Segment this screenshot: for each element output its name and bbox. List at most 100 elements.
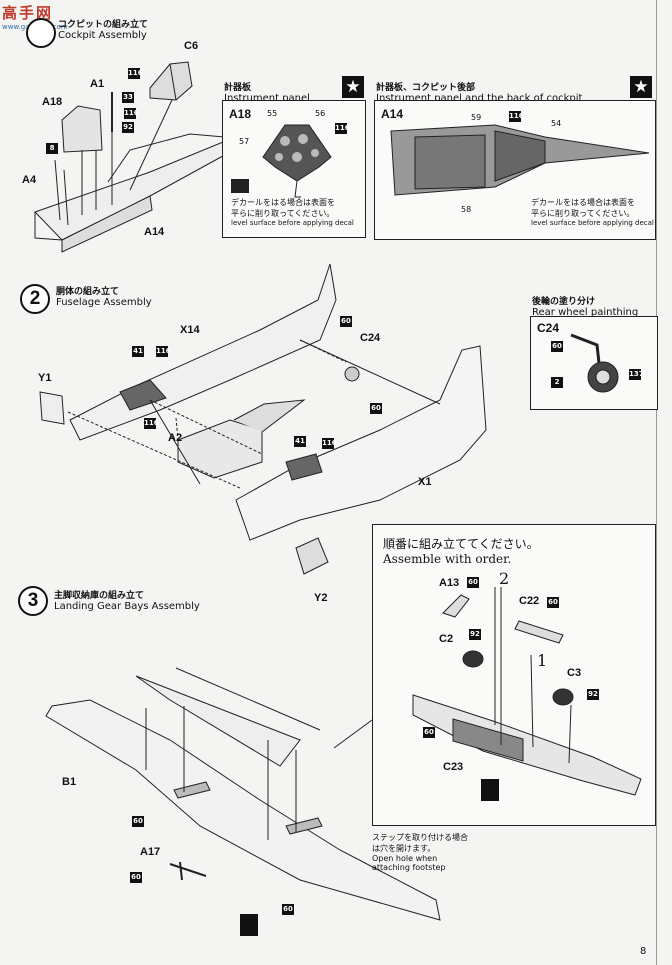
order-panel-jp: 順番に組み立ててください。 [383, 537, 539, 551]
code-116-x1: 116 [322, 438, 337, 449]
step-1-title-jp: コクピットの組み立て [58, 20, 149, 30]
code-92: 92 [122, 122, 134, 133]
part-a2-label: A2 [168, 432, 183, 444]
note-jp-1: デカールをはる場合は表面を [231, 198, 335, 207]
footstep-note-jp-1: ステップを取り付ける場合 [372, 833, 468, 842]
order-code-92-c3: 92 [587, 689, 599, 700]
code-116-a1: 116 [124, 108, 139, 119]
star-icon: ★ [342, 76, 364, 98]
note-en: level surface before applying decal [231, 219, 354, 227]
order-code-60-a13: 60 [467, 577, 479, 588]
part-c24-label: C24 [360, 332, 381, 344]
callout-56: 56 [315, 109, 326, 118]
gear-bay-order-drawing [412, 587, 642, 796]
part-a4-label: A4 [22, 174, 37, 186]
instrument-panel-drawing [231, 124, 332, 198]
code-60-wheel: 60 [551, 341, 563, 352]
order-panel: 順番に組み立ててください。 Assemble with order. A13 6… [372, 524, 656, 826]
step-3-title-jp: 主脚収納庫の組み立て [54, 591, 145, 601]
part-x1-label: X1 [418, 476, 432, 488]
order-part-c2: C2 [439, 633, 454, 645]
order-step-2: 2 [499, 569, 510, 588]
code-60-x1: 60 [370, 403, 382, 414]
panel-a14-jp: 計器板、コクピット後部 [376, 83, 476, 93]
order-part-c23: C23 [443, 761, 464, 773]
order-code-60-c23: 60 [423, 727, 435, 738]
callout-59: 59 [471, 113, 482, 122]
panel-a14: A14 59 54 58 116 デカールをはる場合は表面を 平らに削り取ってく… [374, 100, 656, 240]
rear-wheel-jp: 後輪の塗り分け [532, 297, 596, 307]
note-en: level surface before applying decal [531, 219, 654, 227]
code-41-x14: 41 [132, 346, 144, 357]
order-code-60-c22: 60 [547, 597, 559, 608]
order-code-92-c2: 92 [469, 629, 481, 640]
order-part-c3: C3 [567, 667, 582, 679]
code-116-x14: 116 [156, 346, 171, 357]
part-a17-label: A17 [140, 846, 161, 858]
cockpit-back-drawing [390, 124, 650, 196]
panel-a14-note: デカールをはる場合は表面を 平らに削り取ってください。 level surfac… [531, 197, 654, 227]
drill-icon [240, 914, 258, 936]
code-137-wheel: 137 [629, 369, 644, 380]
rear-wheel-en: Rear wheel painthing [532, 307, 639, 318]
callout-57: 57 [239, 137, 250, 146]
order-step-1: 1 [537, 651, 548, 670]
panel-a14-en: Instrument panel and the back of cockpit [376, 93, 583, 104]
rear-wheel-panel: C24 60 2 137 [530, 316, 658, 410]
rear-wheel-heading: 後輪の塗り分け Rear wheel painthing [532, 294, 638, 318]
watermark-text: 高手网 [2, 4, 54, 22]
panel-a18-en: Instrument panel [224, 93, 310, 104]
step-2-title-jp: 胴体の組み立て [56, 287, 120, 297]
order-part-a13: A13 [439, 577, 460, 589]
order-part-c22: C22 [519, 595, 540, 607]
code-41-x1: 41 [294, 436, 306, 447]
callout-58: 58 [461, 205, 472, 214]
panel-a18-code: 116 [335, 123, 350, 134]
order-panel-heading: 順番に組み立ててください。 Assemble with order. [383, 535, 539, 566]
step-3-title: 主脚収納庫の組み立て Landing Gear Bays Assembly [54, 588, 200, 612]
note-jp-2: 平らに削り取ってください。 [231, 209, 335, 218]
callout-55: 55 [267, 109, 278, 118]
page-number: 8 [640, 946, 647, 957]
code-33: 33 [122, 92, 134, 103]
step-3-badge: 3 [18, 586, 48, 616]
step-1-title: コクピットの組み立て Cockpit Assembly [58, 17, 148, 41]
code-116-a2: 116 [144, 418, 159, 429]
callout-54: 54 [551, 119, 562, 128]
part-a14-label: A14 [144, 226, 165, 238]
code-2-wheel: 2 [551, 377, 563, 388]
drill-icon [481, 779, 499, 801]
code-60-a17: 60 [130, 872, 142, 883]
part-a18-label: A18 [42, 96, 63, 108]
rear-wheel-part: C24 [537, 321, 560, 335]
code-60-wing: 60 [282, 904, 294, 915]
code-60-x14: 60 [340, 316, 352, 327]
note-jp-1: デカールをはる場合は表面を [531, 198, 635, 207]
code-116-seat: 116 [128, 68, 143, 79]
footstep-note: ステップを取り付ける場合 は穴を開けます。 Open hole when att… [372, 832, 468, 872]
footstep-note-en-2: attaching footstep [372, 863, 446, 872]
panel-a14-heading: 計器板、コクピット後部 Instrument panel and the bac… [376, 80, 582, 104]
part-a1-label: A1 [90, 78, 105, 90]
panel-a14-part: A14 [381, 107, 404, 121]
step-3-title-en: Landing Gear Bays Assembly [54, 601, 200, 612]
part-y1-label: Y1 [38, 372, 52, 384]
part-y2-label: Y2 [314, 592, 328, 604]
rear-wheel-drawing [570, 333, 619, 393]
panel-a14-code: 116 [509, 111, 524, 122]
code-8: 8 [46, 143, 58, 154]
footstep-note-jp-2: は穴を開けます。 [372, 844, 436, 853]
footstep-note-en-1: Open hole when [372, 854, 438, 863]
step-2-title: 胴体の組み立て Fuselage Assembly [56, 284, 152, 308]
step-2-title-en: Fuselage Assembly [56, 297, 152, 308]
panel-a18-jp: 計器板 [224, 83, 252, 93]
page-edge-line [656, 0, 657, 965]
panel-a18: A18 55 56 57 116 デカールをはる場合は表面を 平らに削り取ってく… [222, 100, 366, 238]
panel-a18-heading: 計器板 Instrument panel [224, 80, 310, 104]
note-jp-2: 平らに削り取ってください。 [531, 209, 635, 218]
star-icon: ★ [630, 76, 652, 98]
part-x14-label: X14 [180, 324, 200, 336]
